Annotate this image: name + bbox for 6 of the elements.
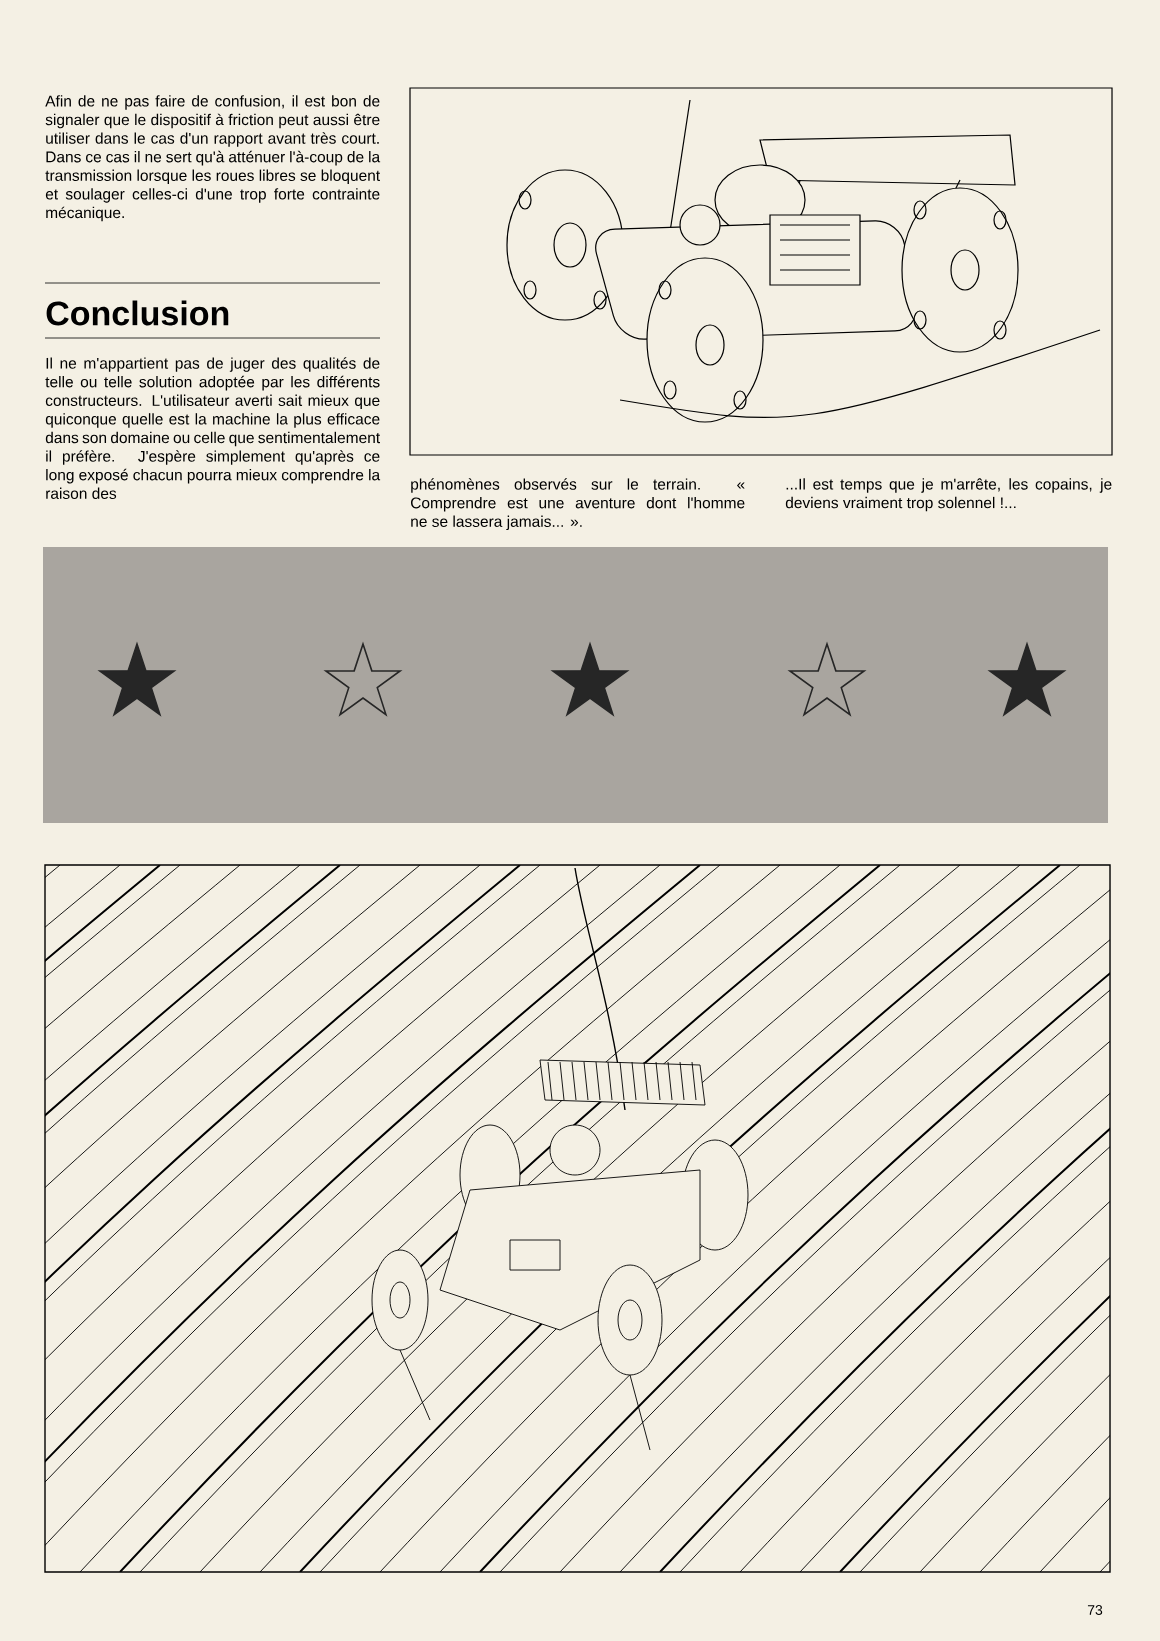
paragraph: ...Il est temps que je m'arrête, les copains, je deviens vraiment trop solennel !... (785, 478, 1112, 512)
section-heading: Conclusion (46, 300, 229, 326)
paragraph: phénomènes observés sur le terrain. « Comprendre est une aventure dont l'homme ne se lassera jamais... ». (411, 478, 745, 531)
paragraph: Il ne m'appartient pas de juger des qualités de telle ou telle solution adoptée par les différents constructeurs. L'utilisateur averti sait mieux que quiconque quelle est la machine la plus efficace dans son domaine ou celle que sentimentalement il préfère. J'espère simplement qu'après ce long exposé chacun pourra mieux comprendre la raison des (45, 357, 381, 499)
page-number: 73 (1087, 1605, 1103, 1615)
paragraph: Afin de ne pas faire de confusion, il est bon de signaler que le dispositif à friction peut aussi être utiliser dans le cas d'un rapport avant très court. Dans ce cas il ne sert qu'à atténuer l'à-coup de la transmission lorsque les roues libres se bloquent et soulager celles-ci d'une trop forte contrainte mécanique. (45, 95, 381, 222)
